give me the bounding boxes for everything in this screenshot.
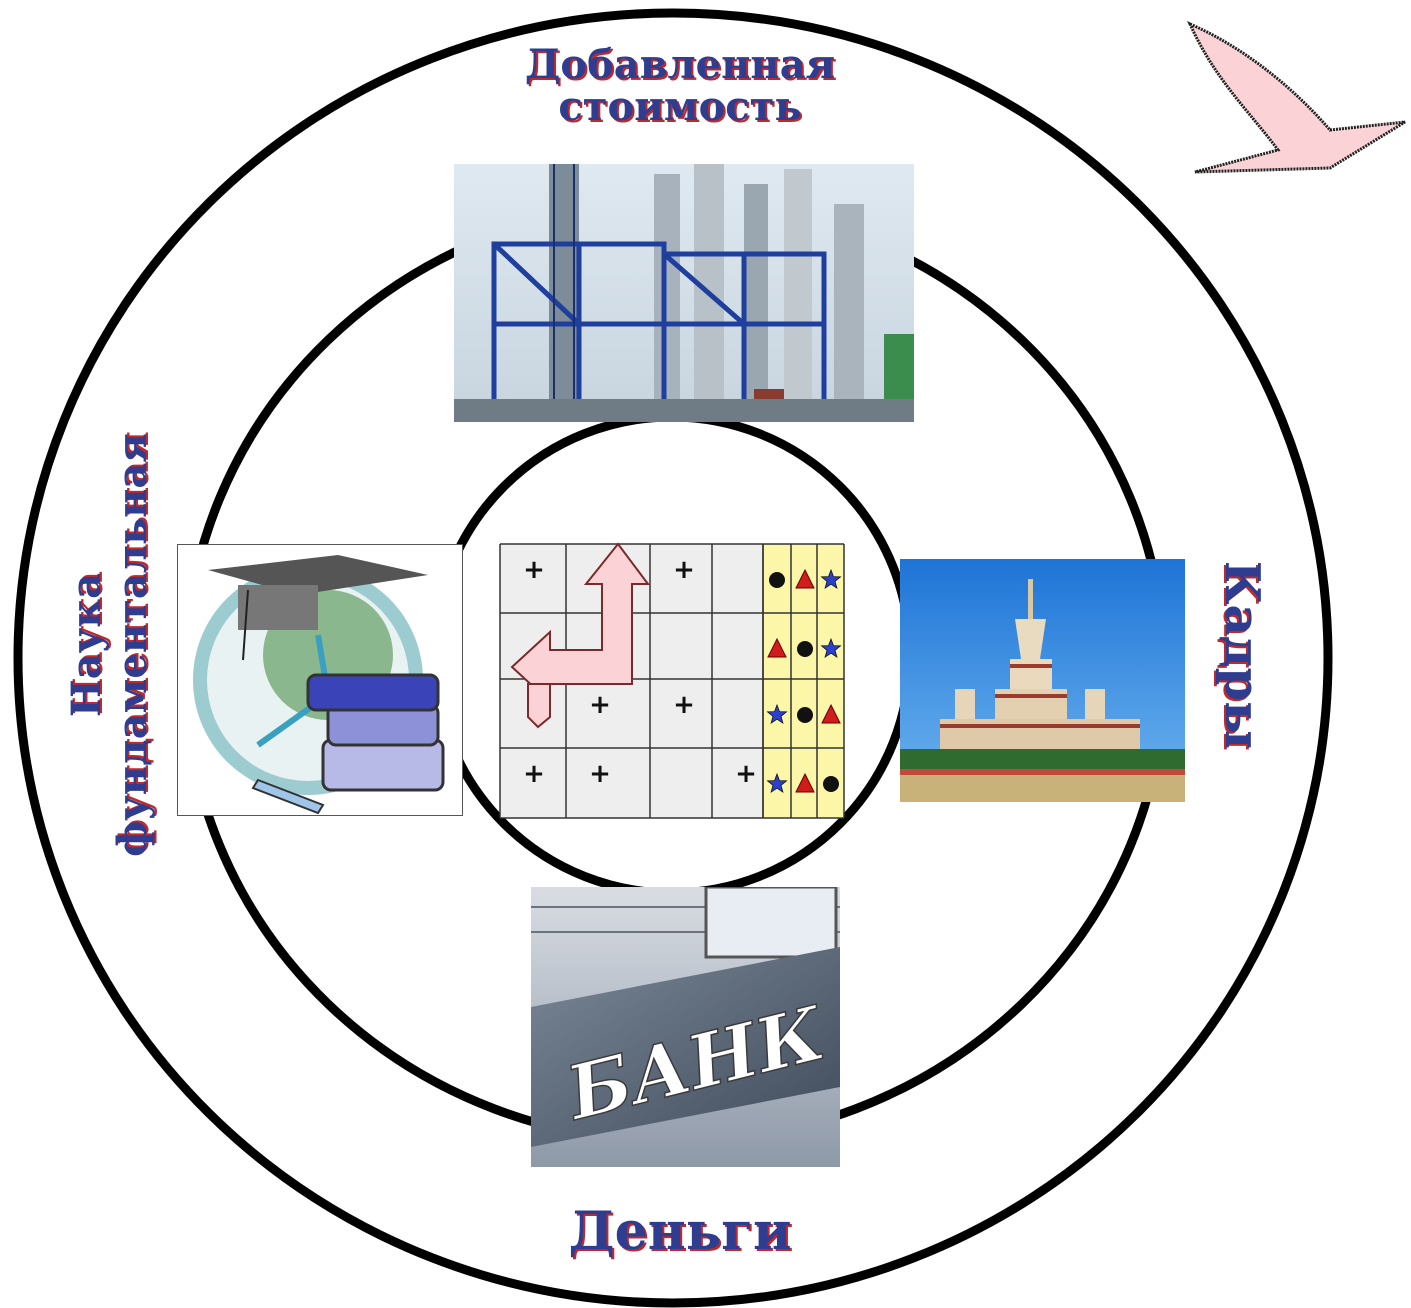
circle-symbol-icon bbox=[769, 572, 785, 588]
grid-plus-mark: + bbox=[523, 759, 545, 789]
university-image bbox=[900, 559, 1185, 802]
outer-ring bbox=[13, 8, 1333, 1308]
arrow-tail-icon bbox=[527, 683, 551, 729]
triangle-symbol-icon bbox=[795, 772, 815, 793]
star-symbol-icon bbox=[820, 568, 842, 590]
star-symbol-icon bbox=[820, 637, 842, 659]
star-symbol-icon bbox=[766, 703, 788, 725]
circle-symbol-icon bbox=[797, 641, 813, 657]
grid-plus-mark: + bbox=[589, 690, 611, 720]
triangle-symbol-icon bbox=[795, 568, 815, 589]
triangle-symbol-icon bbox=[767, 637, 787, 658]
circle-symbol-icon bbox=[823, 776, 839, 792]
symbol-column bbox=[763, 544, 844, 818]
matrix-grid: + + + + + + + bbox=[498, 542, 846, 820]
direction-arrow-icon bbox=[510, 542, 650, 705]
grid-plus-mark: + bbox=[735, 759, 757, 789]
label-money: Деньги bbox=[568, 1201, 792, 1262]
label-personnel-text: Кадры bbox=[1214, 560, 1271, 750]
grid-plus-mark: + bbox=[673, 690, 695, 720]
label-added-value-line1: Добавленная bbox=[524, 41, 836, 88]
grid-plus-mark: + bbox=[673, 555, 695, 585]
star-symbol-icon bbox=[766, 772, 788, 794]
grid-plus-mark: + bbox=[523, 555, 545, 585]
grid-plus-mark: + bbox=[589, 759, 611, 789]
bank-image: БАНК bbox=[531, 887, 840, 1167]
factory-image bbox=[454, 164, 914, 422]
education-image bbox=[177, 544, 463, 816]
label-science-line1: Наука bbox=[63, 572, 110, 718]
label-science-line2: фундаментальная bbox=[109, 433, 156, 857]
triangle-symbol-icon bbox=[821, 703, 841, 724]
label-added-value-line2: стоимость bbox=[558, 83, 802, 130]
circle-symbol-icon bbox=[797, 707, 813, 723]
label-added-value: Добавленная стоимость bbox=[480, 44, 880, 128]
